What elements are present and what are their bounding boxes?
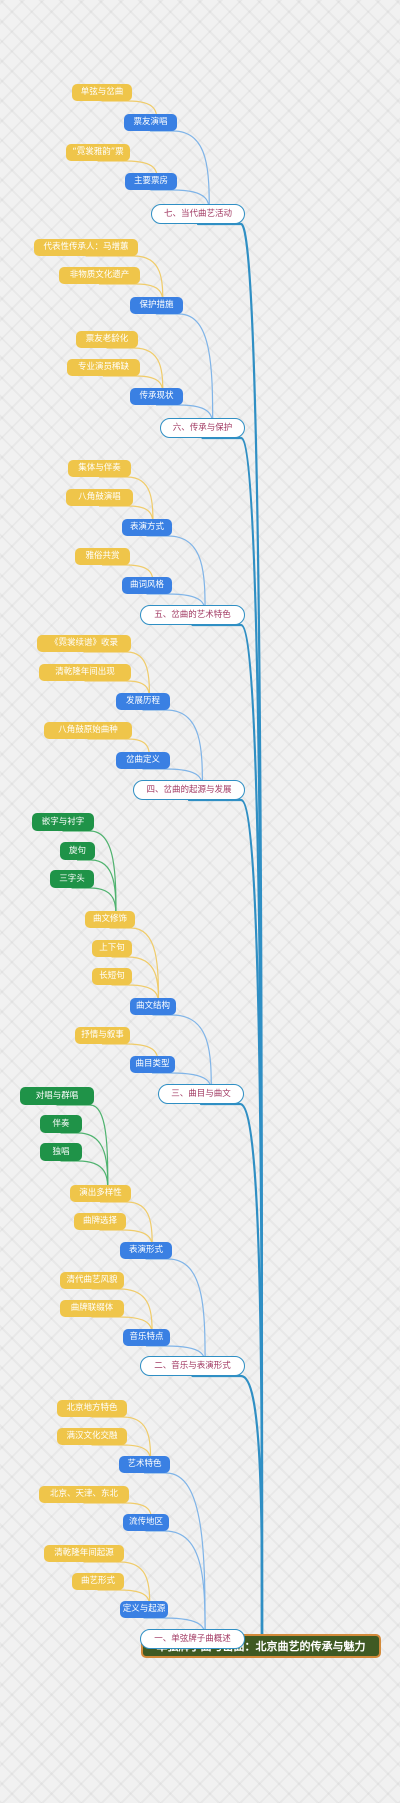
s4-leaf-qianlong-appear[interactable]: 清乾隆年间出现 <box>39 664 131 681</box>
connector-s7-topic-amateur-singing <box>149 130 210 215</box>
s3-leaf-embedded-chars[interactable]: 嵌字与衬字 <box>32 813 94 831</box>
s1-leaf-quyi-form[interactable]: 曲艺形式 <box>72 1573 124 1590</box>
s3-leaf-text-decoration[interactable]: 曲文修饰 <box>85 911 135 928</box>
connector-s5-topic-performance <box>146 535 206 616</box>
s3-leaf-lyric-narrative[interactable]: 抒情与叙事 <box>75 1027 130 1044</box>
s2-leaf-qupai-choice[interactable]: 曲牌选择 <box>74 1213 126 1230</box>
s3-leaf-couplet[interactable]: 上下句 <box>92 940 132 957</box>
section-4-node[interactable]: 四、岔曲的起源与发展 <box>133 780 245 800</box>
s6-leaf-intangible-heritage[interactable]: 非物质文化遗产 <box>59 267 140 284</box>
section-3-node[interactable]: 三、曲目与曲文 <box>158 1084 244 1104</box>
connector-s3-topic-text-structure <box>152 1014 212 1095</box>
s6-topic-current-status[interactable]: 传承现状 <box>130 388 183 405</box>
s3-leaf-long-short[interactable]: 长短句 <box>92 968 132 985</box>
s2-leaf-diversity[interactable]: 演出多样性 <box>70 1185 131 1202</box>
connector-section-7-node <box>196 222 264 1642</box>
s2-topic-performance[interactable]: 表演形式 <box>120 1242 172 1259</box>
connector-section-4-node <box>187 798 264 1642</box>
s1-leaf-beijing-local[interactable]: 北京地方特色 <box>57 1400 127 1417</box>
s7-leaf-danxian-chaqu[interactable]: 单弦与岔曲 <box>72 84 132 101</box>
s3-topic-repertoire-types[interactable]: 曲目类型 <box>130 1056 175 1073</box>
s1-topic-definition-origin[interactable]: 定义与起源 <box>120 1601 168 1618</box>
connector-s3-leaf-text-decoration <box>109 927 160 1008</box>
s5-leaf-bajiaogu-sing[interactable]: 八角鼓演唱 <box>66 489 133 506</box>
connector-s4-topic-history <box>142 709 204 791</box>
s5-leaf-refined-popular[interactable]: 雅俗共赏 <box>75 548 130 565</box>
s4-leaf-nishang-collected[interactable]: 《霓裳续谱》收录 <box>37 635 131 652</box>
s1-leaf-regions-list[interactable]: 北京、天津、东北 <box>39 1486 129 1503</box>
s5-leaf-group-accompany[interactable]: 集体与伴奏 <box>68 460 131 477</box>
s3-leaf-spin-phrase[interactable]: 旋句 <box>60 842 95 860</box>
s1-topic-regions[interactable]: 流传地区 <box>123 1514 169 1531</box>
s3-leaf-three-char-head[interactable]: 三字头 <box>50 870 94 888</box>
section-2-node[interactable]: 二、音乐与表演形式 <box>140 1356 245 1376</box>
s7-topic-main-club[interactable]: 主要票房 <box>125 173 177 190</box>
connector-s3-leaf-embedded-chars <box>62 830 117 921</box>
connector-s2-leaf-duet-group <box>56 1104 109 1195</box>
s6-leaf-aging-amateurs[interactable]: 票友老龄化 <box>76 331 138 348</box>
s4-topic-definition[interactable]: 岔曲定义 <box>116 752 170 769</box>
s6-topic-protection[interactable]: 保护措施 <box>130 297 183 314</box>
s2-leaf-solo[interactable]: 独唱 <box>40 1143 82 1161</box>
connector-section-2-node <box>191 1374 264 1642</box>
s2-leaf-qupai-style[interactable]: 曲牌联缀体 <box>60 1300 124 1317</box>
section-6-node[interactable]: 六、传承与保护 <box>160 418 245 438</box>
s7-leaf-nishang-club[interactable]: “霓裳雅韵”票 <box>66 144 130 161</box>
s1-leaf-qianlong-origin[interactable]: 清乾隆年间起源 <box>44 1545 124 1562</box>
connector-s6-topic-protection <box>155 313 214 429</box>
s5-topic-performance[interactable]: 表演方式 <box>122 519 172 536</box>
s1-topic-art-features[interactable]: 艺术特色 <box>119 1456 170 1473</box>
connector-s2-topic-performance <box>145 1258 206 1367</box>
s2-topic-music[interactable]: 音乐特点 <box>123 1329 170 1346</box>
s1-leaf-manchu-han[interactable]: 满汉文化交融 <box>57 1428 127 1445</box>
s4-topic-history[interactable]: 发展历程 <box>116 693 170 710</box>
s3-topic-text-structure[interactable]: 曲文结构 <box>130 998 176 1015</box>
s6-leaf-inheritor[interactable]: 代表性传承人：马增蕙 <box>34 239 138 256</box>
s2-leaf-qing-style[interactable]: 清代曲艺风貌 <box>60 1272 124 1289</box>
s2-leaf-duet-group[interactable]: 对唱与群唱 <box>20 1087 94 1105</box>
section-7-node[interactable]: 七、当代曲艺活动 <box>151 204 245 224</box>
s4-leaf-bajiaogu[interactable]: 八角鼓原始曲种 <box>44 722 132 739</box>
connector-s1-topic-art-features <box>143 1472 206 1640</box>
s7-topic-amateur-singing[interactable]: 票友演唱 <box>124 114 177 131</box>
section-5-node[interactable]: 五、岔曲的艺术特色 <box>140 605 245 625</box>
s5-topic-lyric-style[interactable]: 曲词风格 <box>122 577 172 594</box>
s2-leaf-accompaniment[interactable]: 伴奏 <box>40 1115 82 1133</box>
section-1-node[interactable]: 一、单弦牌子曲概述 <box>140 1629 245 1649</box>
s6-leaf-few-pros[interactable]: 专业演员稀缺 <box>67 359 140 376</box>
